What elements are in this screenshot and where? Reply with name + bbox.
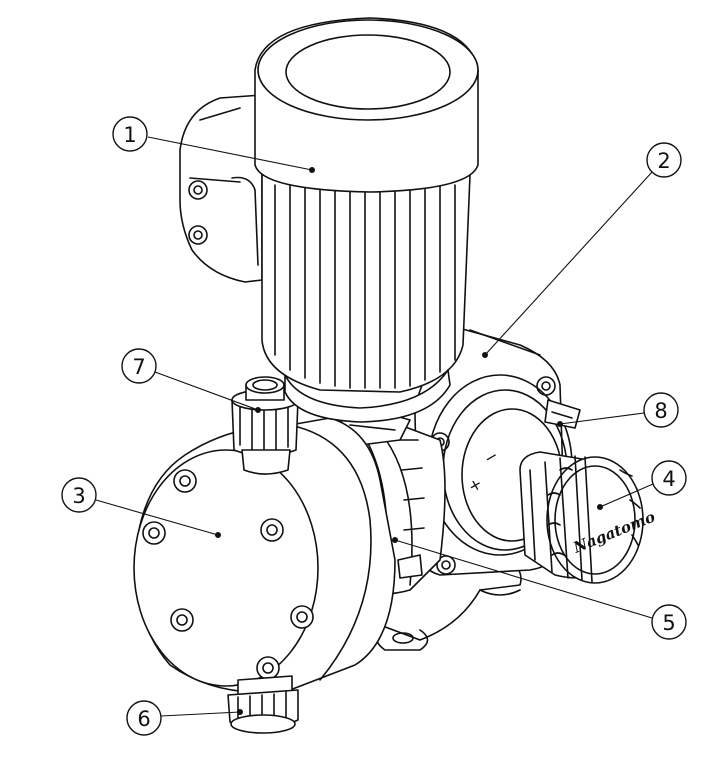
callout-7 bbox=[121, 348, 157, 384]
callout-3 bbox=[61, 477, 97, 513]
callout-1 bbox=[112, 116, 148, 152]
callout-1-label: 1 bbox=[123, 123, 136, 147]
callout-6 bbox=[126, 700, 162, 736]
callouts: 1 2 3 4 5 6 7 8 bbox=[61, 116, 687, 736]
pump-head bbox=[133, 417, 396, 693]
callout-6-label: 6 bbox=[137, 707, 150, 731]
discharge-valve bbox=[231, 376, 299, 475]
callout-3-label: 3 bbox=[72, 484, 85, 508]
callout-5 bbox=[651, 604, 687, 640]
callout-7-label: 7 bbox=[132, 355, 145, 379]
callout-2 bbox=[646, 142, 682, 178]
electric-motor bbox=[179, 17, 479, 423]
callout-8-label: 8 bbox=[654, 399, 667, 423]
callout-4-label: 4 bbox=[662, 467, 675, 491]
stroke-adjustment-knob: Nagatomo + − bbox=[465, 445, 658, 584]
callout-5-label: 5 bbox=[662, 611, 675, 635]
suction-valve bbox=[227, 675, 299, 734]
callout-8 bbox=[643, 392, 679, 428]
callout-4 bbox=[651, 460, 687, 496]
callout-2-label: 2 bbox=[657, 149, 670, 173]
